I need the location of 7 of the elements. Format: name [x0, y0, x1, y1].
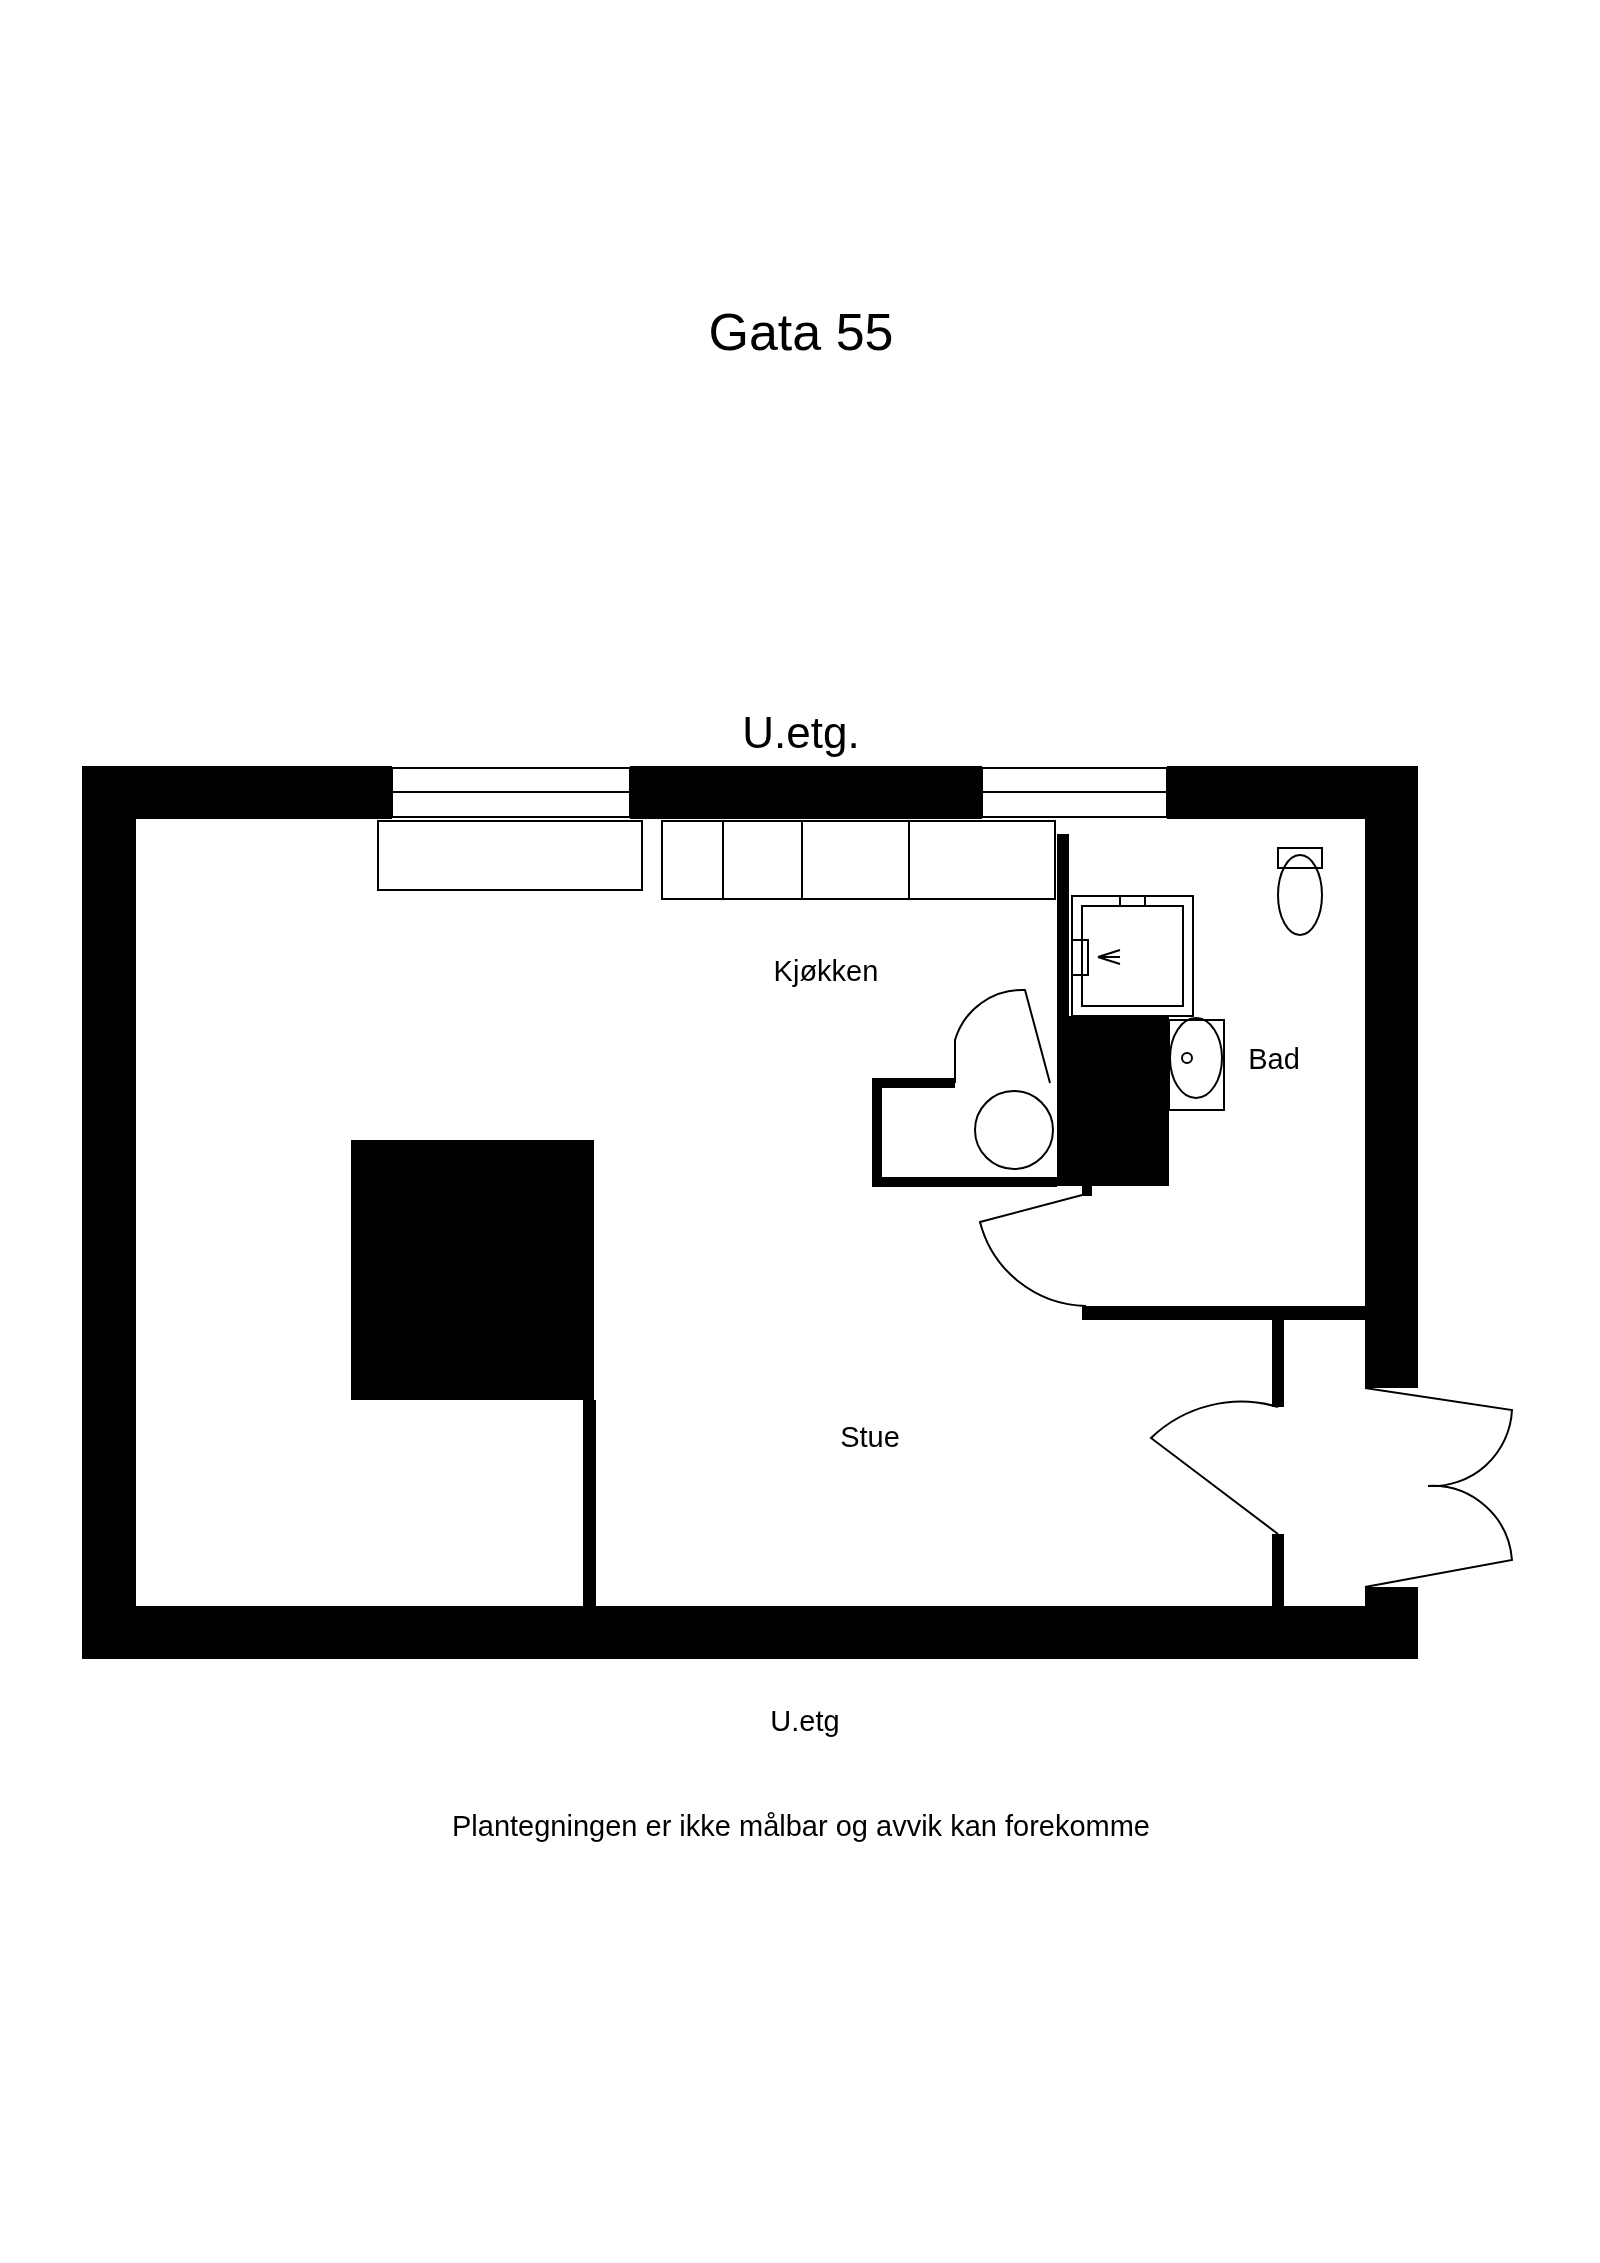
floor-caption: U.etg: [770, 1704, 840, 1738]
disclaimer-note: Plantegningen er ikke målbar og avvik kan forekomme: [452, 1809, 1150, 1843]
floor-heading: U.etg.: [742, 708, 860, 758]
room-label: Kjøkken: [773, 954, 879, 988]
room-label: Stue: [840, 1420, 900, 1454]
room-label: Bad: [1248, 1042, 1300, 1076]
page-title: Gata 55: [708, 302, 894, 362]
